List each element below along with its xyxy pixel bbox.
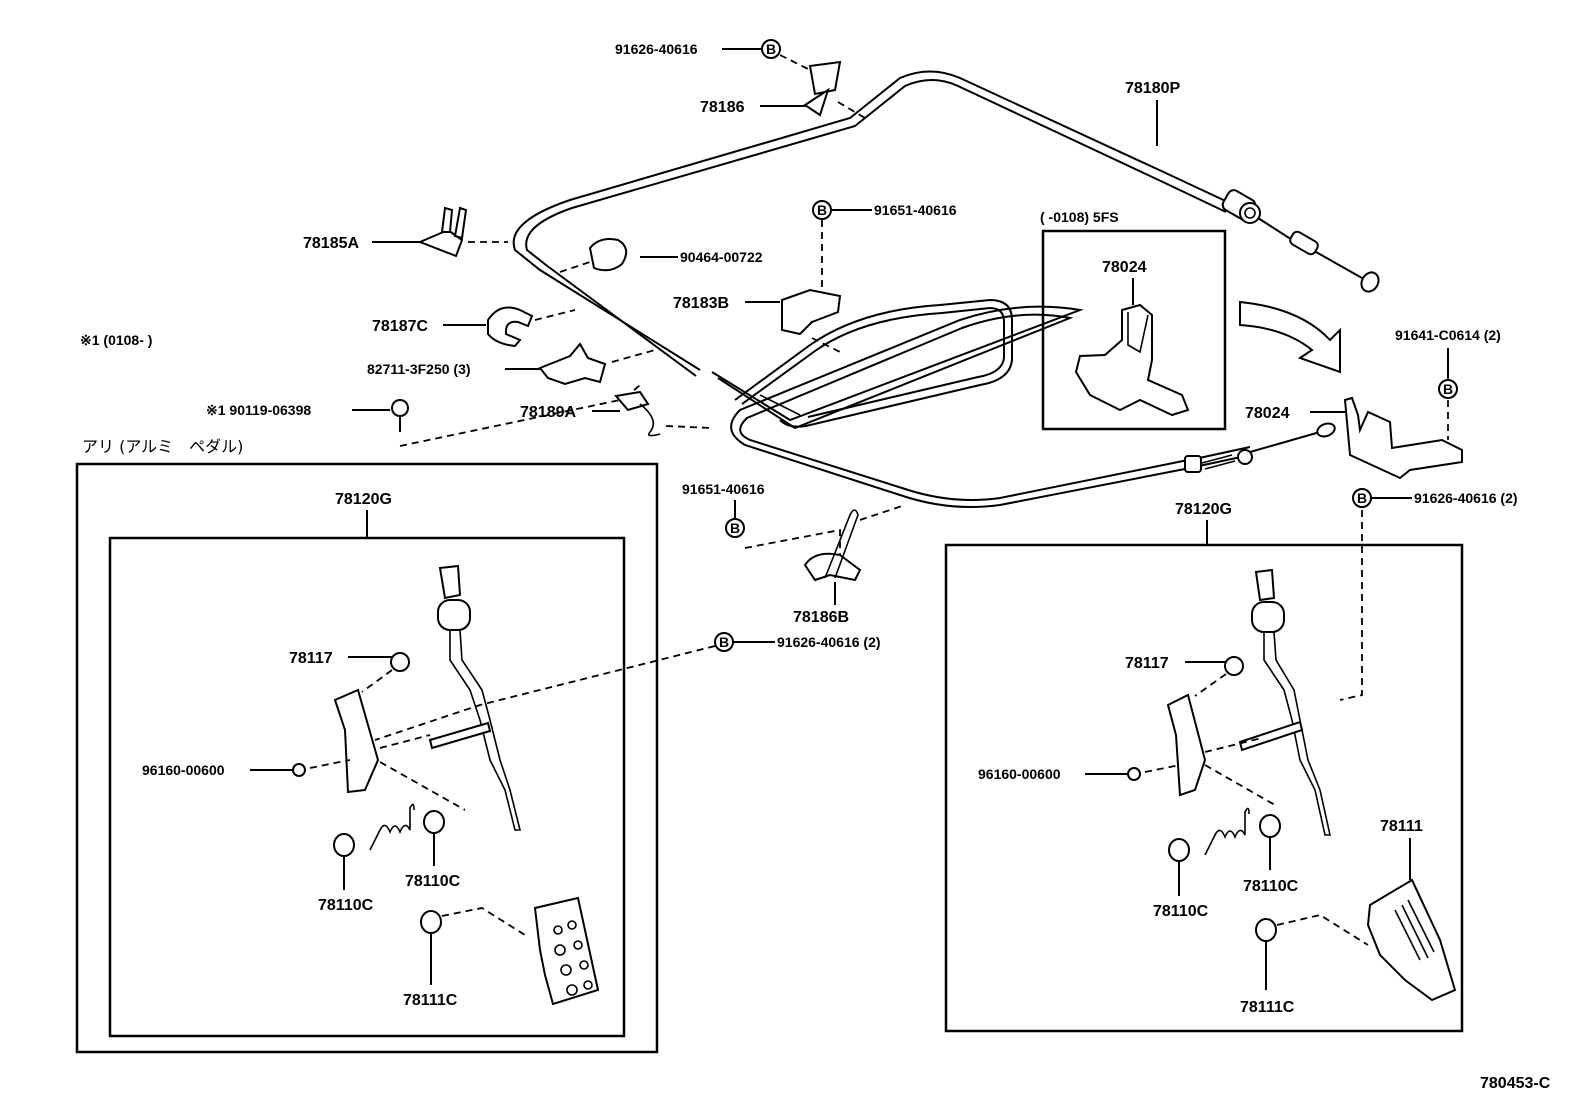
right-label-78111: 78111	[1380, 818, 1423, 835]
left-label-78117: 78117	[289, 650, 333, 667]
left-label-78110C-a: 78110C	[318, 897, 374, 914]
left-label-96160-00600: 96160-00600	[142, 762, 225, 778]
left-label-78111C: 78111C	[403, 992, 458, 1009]
right-pedal-assembly: 78120G 78117 96160-00600 78110C 78110C 7…	[944, 501, 1464, 1033]
label-78024-inset: 78024	[1102, 259, 1147, 276]
svg-text:B: B	[730, 520, 740, 536]
accelerator-cable	[512, 70, 1380, 509]
label-78186B: 78186B	[793, 609, 849, 626]
label-91641-C0614: 91641-C0614 (2)	[1395, 327, 1501, 343]
pedal-lever-right	[1166, 693, 1207, 797]
label-91626-40616-top: 91626-40616	[615, 41, 698, 57]
label-78186: 78186	[700, 99, 745, 116]
left-pedal-assembly: アリ (アルミ ペダル) 78120G 78117 96160-00600 78…	[75, 437, 659, 1054]
direction-arrow-icon	[1239, 300, 1341, 374]
left-inner-box	[108, 536, 626, 1038]
label-91626-40616-mid: 91626-40616 (2)	[777, 634, 881, 650]
rubber-pedal-pad	[1366, 878, 1457, 1002]
left-outer-box	[75, 462, 659, 1054]
diagram-code: 780453-C	[1480, 1075, 1551, 1092]
label-78189A: 78189A	[520, 404, 576, 421]
clamp-90464	[588, 238, 628, 272]
bolt-b-icon	[1438, 379, 1458, 399]
label-90464-00722: 90464-00722	[680, 249, 763, 265]
inset-5fs-box	[1041, 229, 1227, 431]
right-inner-box	[944, 543, 1464, 1033]
label-90119-06398: ※1 90119-06398	[206, 402, 311, 418]
label-78187C: 78187C	[372, 318, 428, 335]
clip-82711	[538, 342, 607, 386]
bracket-78186	[808, 60, 842, 96]
label-78185A: 78185A	[303, 235, 359, 252]
note-1: ※1 (0108- )	[80, 332, 152, 348]
right-label-78111C: 78111C	[1240, 999, 1295, 1016]
right-label-96160-00600: 96160-00600	[978, 766, 1061, 782]
right-label-78117: 78117	[1125, 655, 1169, 672]
svg-text:B: B	[719, 634, 729, 650]
bracket-78024-inset	[1074, 303, 1190, 417]
clamp-78187C	[487, 306, 534, 348]
label-91626-40616-right: 91626-40616 (2)	[1414, 490, 1518, 506]
left-label-78110C-b: 78110C	[405, 873, 461, 890]
left-label-78120G: 78120G	[335, 491, 392, 508]
label-82711-3F250: 82711-3F250 (3)	[367, 361, 471, 377]
svg-text:B: B	[1357, 490, 1367, 506]
right-label-78120G: 78120G	[1175, 501, 1232, 518]
aluminum-pedal-note: アリ (アルミ ペダル)	[82, 437, 243, 456]
label-78024: 78024	[1245, 405, 1290, 422]
bracket-78186B	[803, 552, 862, 582]
pedal-lever-left	[333, 688, 380, 794]
svg-text:B: B	[817, 202, 827, 218]
bracket-78024	[1343, 396, 1463, 480]
bolt-90119	[391, 399, 409, 417]
aluminum-pedal-pad	[533, 896, 600, 1006]
bolt-b-icon	[725, 518, 745, 538]
right-label-78110C-b: 78110C	[1243, 878, 1299, 895]
label-78180P: 78180P	[1125, 80, 1180, 97]
right-label-78110C-a: 78110C	[1153, 903, 1209, 920]
label-78183B: 78183B	[673, 295, 729, 312]
label-91651-40616-top: 91651-40616	[874, 202, 957, 218]
bolt-b-icon	[761, 39, 781, 59]
bracket-78185A	[417, 228, 464, 258]
note-5fs: ( -0108) 5FS	[1040, 209, 1119, 225]
svg-text:B: B	[1443, 381, 1453, 397]
bracket-78189A	[614, 390, 650, 412]
label-91651-40616-mid: 91651-40616	[682, 481, 765, 497]
svg-text:B: B	[766, 41, 776, 57]
